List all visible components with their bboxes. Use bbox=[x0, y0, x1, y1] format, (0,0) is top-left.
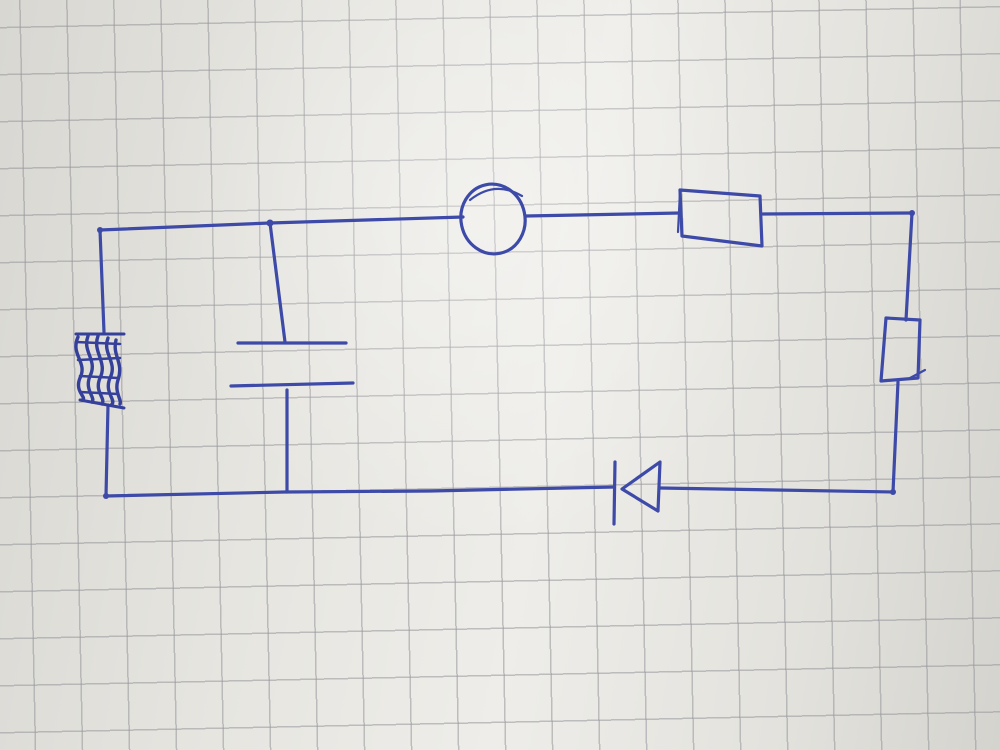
capacitor-plate-bottom bbox=[229, 381, 355, 388]
inductor-symbol bbox=[74, 332, 126, 410]
wire-top-mid bbox=[524, 211, 682, 218]
lamp-circle bbox=[459, 182, 527, 256]
diode-symbol bbox=[612, 460, 662, 526]
resistor-top-symbol bbox=[676, 188, 764, 248]
diode-bar bbox=[612, 460, 617, 526]
wire-top-left bbox=[98, 215, 465, 232]
wire-right-lower bbox=[891, 380, 900, 494]
wire-left-upper bbox=[98, 228, 106, 334]
wire-right-upper bbox=[904, 211, 914, 322]
wire-bottom-left bbox=[104, 485, 616, 498]
lamp-circle-overtrace bbox=[468, 187, 524, 202]
diode-triangle bbox=[620, 460, 662, 513]
lamp-symbol bbox=[459, 182, 527, 256]
wire-bottom-right bbox=[658, 486, 895, 494]
junction-dots bbox=[97, 210, 915, 499]
wire-top-right bbox=[761, 211, 914, 216]
wires bbox=[98, 211, 914, 498]
wire-left-lower bbox=[104, 403, 110, 498]
wire-cap-upper bbox=[268, 221, 287, 344]
resistor-right-symbol bbox=[879, 316, 927, 383]
capacitor-symbol bbox=[229, 341, 355, 388]
